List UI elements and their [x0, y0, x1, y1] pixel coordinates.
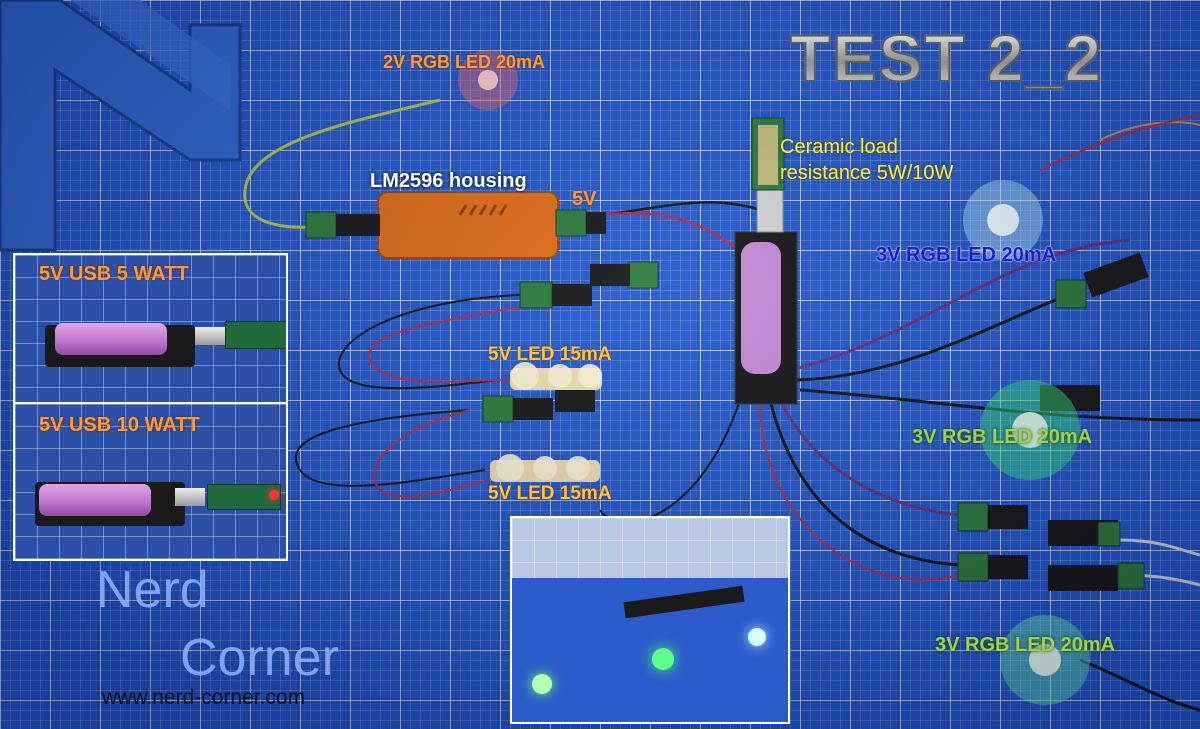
label-ceramic-line2: resistance 5W/10W — [780, 162, 954, 184]
brand-corner: Corner — [180, 629, 339, 687]
inset-photo-overview — [510, 516, 790, 724]
nerd-letter-n-decoration — [0, 0, 242, 252]
inset-usb-10-watt: 5V USB 10 WATT — [13, 402, 288, 561]
usb-plug — [175, 488, 205, 506]
inset-label-usb-10w: 5V USB 10 WATT — [39, 414, 200, 436]
usb-plug — [195, 327, 225, 345]
battery-cell — [39, 484, 151, 516]
brand-url: www.nerd-corner.com — [102, 686, 306, 709]
led-indicator-red — [269, 490, 279, 500]
label-2v-rgb-led: 2V RGB LED 20mA — [383, 52, 546, 72]
label-lm2596-housing: LM2596 housing — [370, 170, 527, 192]
load-resistor-board — [225, 321, 286, 349]
battery-cell — [55, 323, 167, 355]
brand-nerd: Nerd — [96, 561, 209, 619]
page-title: TEST 2_2 — [789, 20, 1104, 96]
label-3v-rgb-led-green-2: 3V RGB LED 20mA — [935, 634, 1116, 656]
overview-led-green-2 — [532, 674, 552, 694]
load-resistor-board — [207, 484, 281, 510]
label-3v-rgb-led-green-1: 3V RGB LED 20mA — [912, 426, 1093, 448]
label-5v-led-bottom: 5V LED 15mA — [488, 483, 612, 504]
overview-led-green — [652, 648, 674, 670]
inset-label-usb-5w: 5V USB 5 WATT — [39, 263, 189, 285]
label-5v: 5V — [572, 188, 597, 210]
label-5v-led-top: 5V LED 15mA — [488, 344, 612, 365]
label-3v-rgb-led-blue: 3V RGB LED 20mA — [876, 244, 1057, 266]
inset-usb-5-watt: 5V USB 5 WATT — [13, 253, 288, 404]
overview-led-cyan — [748, 628, 766, 646]
label-ceramic-line1: Ceramic load — [780, 136, 898, 158]
